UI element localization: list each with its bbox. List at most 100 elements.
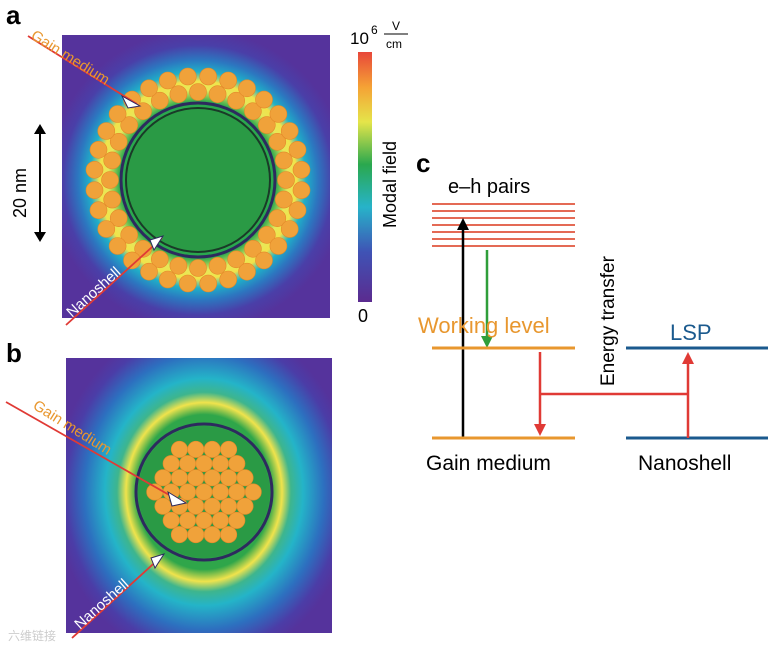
scale-bar-bottom-arrow	[34, 232, 46, 242]
gain-bead	[170, 469, 188, 487]
gain-bead	[268, 133, 287, 151]
gain-bead	[195, 455, 213, 473]
gain-bead	[269, 237, 288, 255]
colorbar-top-exp: 6	[371, 23, 378, 37]
gain-bead	[109, 133, 128, 151]
gain-bead	[85, 181, 104, 199]
gain-bead	[274, 151, 293, 170]
gain-bead	[274, 190, 293, 209]
panel-b-nanoshell-arrowhead	[150, 553, 166, 570]
gain-bead	[244, 102, 262, 120]
gain-bead	[228, 455, 246, 473]
panel-a-nanoshell-pointer	[65, 237, 163, 326]
gain-bead	[189, 83, 207, 101]
gain-bead	[187, 497, 205, 515]
gain-bead	[108, 105, 127, 123]
gain-bead	[162, 455, 180, 473]
panel-b-label: b	[6, 338, 22, 368]
gain-bead	[236, 497, 254, 515]
gain-bead	[211, 511, 229, 529]
gain-bead	[195, 483, 213, 501]
gain-bead	[159, 270, 177, 289]
gain-bead	[255, 90, 273, 109]
gain-bead	[169, 256, 188, 275]
gain-bead	[140, 262, 158, 281]
panel-b-nanoshell	[134, 422, 274, 562]
gain-bead	[238, 79, 256, 98]
gain-bead	[236, 469, 254, 487]
emission-arrowhead	[534, 424, 546, 436]
colorbar-unit-den: cm	[386, 37, 402, 51]
gain-bead	[227, 250, 245, 269]
colorbar	[358, 52, 372, 302]
gain-bead	[101, 171, 119, 189]
gain-bead	[85, 161, 104, 179]
colorbar-title: Modal field	[380, 141, 400, 228]
gain-bead	[170, 526, 188, 544]
gain-bead	[103, 151, 121, 170]
colorbar-unit-num: V	[392, 19, 400, 33]
gain-bead	[280, 220, 299, 238]
gain-bead	[227, 91, 245, 110]
panel-b-gain-pointer	[5, 401, 179, 501]
gain-bead	[292, 181, 311, 199]
gain-bead	[199, 67, 217, 86]
gain-bead	[187, 469, 205, 487]
gain-bead	[208, 256, 227, 275]
gain-bead	[211, 455, 229, 473]
gain-bead	[179, 274, 197, 293]
gain-bead	[220, 526, 238, 544]
gain-bead	[154, 469, 172, 487]
gain-bead	[169, 85, 188, 103]
gain-bead	[195, 511, 213, 529]
gain-bead	[123, 251, 141, 270]
gain-bead	[89, 141, 108, 159]
gain-bead	[120, 116, 138, 134]
panel-a-nanoshell	[119, 101, 277, 259]
gain-bead	[288, 201, 307, 219]
working-level-label: Working level	[418, 313, 550, 338]
gain-bead	[134, 240, 152, 258]
gain-bead	[151, 250, 169, 269]
gain-bead	[220, 440, 238, 458]
gain-bead	[120, 226, 138, 244]
gain-bead	[187, 526, 205, 544]
relaxation-arrowhead	[481, 336, 493, 348]
gain-bead	[134, 102, 152, 120]
eh-pair-levels	[432, 203, 575, 247]
gain-bead	[151, 91, 169, 110]
gain-bead	[292, 161, 311, 179]
gain-bead	[103, 190, 121, 209]
gain-bead	[108, 237, 127, 255]
gain-bead	[97, 220, 116, 238]
gain-bead	[89, 201, 108, 219]
panel-a-field-map	[62, 35, 330, 318]
gain-bead	[269, 105, 288, 123]
gain-bead	[203, 469, 221, 487]
gain-bead	[211, 483, 229, 501]
gain-bead	[189, 259, 207, 277]
gain-bead	[219, 71, 237, 90]
gain-medium-label: Gain medium	[426, 452, 551, 475]
gain-bead	[208, 85, 227, 103]
panel-a-core	[125, 107, 271, 253]
gain-bead	[220, 497, 238, 515]
gain-bead	[257, 226, 276, 244]
gain-bead	[288, 141, 307, 159]
energy-transfer-label: Energy transfer	[598, 255, 619, 386]
gain-bead	[203, 440, 221, 458]
gain-bead	[220, 469, 238, 487]
scale-bar-top-arrow	[34, 124, 46, 134]
gain-bead	[140, 79, 158, 98]
colorbar-bottom: 0	[358, 306, 368, 326]
watermark: 六维链接	[8, 628, 56, 643]
panel-c-label: c	[416, 148, 430, 178]
panel-a-label: a	[6, 0, 21, 30]
gain-bead	[277, 171, 295, 189]
gain-bead	[257, 116, 276, 134]
gain-bead	[187, 440, 205, 458]
gain-bead	[179, 455, 197, 473]
lsp-label: LSP	[670, 320, 712, 345]
panel-b-nanoshell-pointer	[71, 555, 163, 639]
